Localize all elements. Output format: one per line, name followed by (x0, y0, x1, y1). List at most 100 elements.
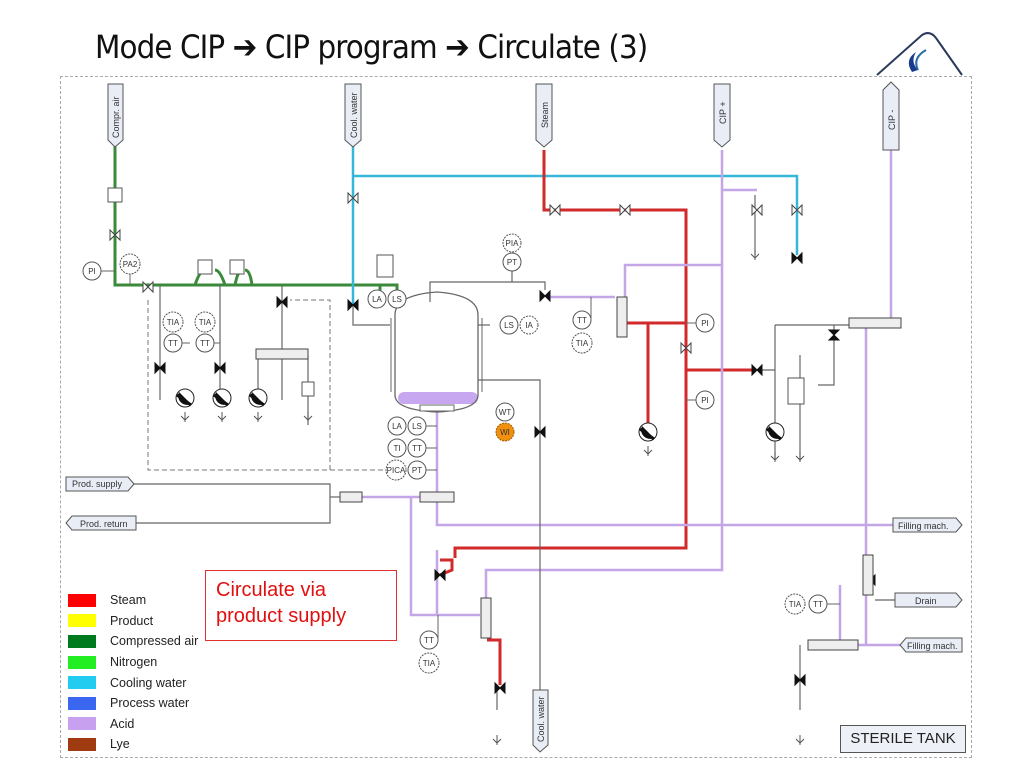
svg-text:CIP +: CIP + (718, 101, 728, 124)
svg-text:PI: PI (701, 319, 709, 328)
pipe-steam (439, 150, 755, 685)
callout-box: Circulate via product supply (205, 570, 397, 641)
instrument-tt-bottom: TT (407, 438, 427, 458)
svg-text:TI: TI (393, 444, 400, 453)
instrument-tia-low: TIA (418, 652, 440, 674)
legend-item-compressed-air: Compressed air (68, 631, 198, 652)
instrument-wt: WT (495, 402, 515, 422)
connector-cool-water-bottom: Cool. water (532, 689, 549, 753)
right-arrow-icon: ➔ (232, 28, 258, 66)
title-part-mode: Mode CIP (95, 28, 225, 66)
svg-text:TT: TT (577, 316, 587, 325)
svg-text:TT: TT (168, 339, 178, 348)
filter-box-3 (229, 259, 245, 275)
legend-swatch (68, 737, 96, 751)
connector-drain: Drain (894, 592, 963, 608)
legend-swatch (68, 634, 96, 648)
svg-text:TIA: TIA (167, 318, 180, 327)
legend-item-lye: Lye (68, 734, 198, 755)
connector-filling-mach-out: Filling mach. (892, 517, 963, 533)
callout-line-1: Circulate via (216, 579, 327, 601)
svg-text:Cool. water: Cool. water (536, 696, 546, 742)
instrument-leaders (101, 270, 840, 640)
instrument-ls-top: LS (387, 289, 407, 309)
company-logo-icon (876, 32, 963, 76)
tank-acid-level (398, 392, 478, 404)
svg-text:TT: TT (424, 636, 434, 645)
connector-compr-air: Compr. air (107, 83, 124, 148)
filter-element (301, 381, 315, 397)
steam-trap (787, 377, 805, 405)
svg-text:TT: TT (412, 444, 422, 453)
svg-text:TIA: TIA (576, 339, 589, 348)
instrument-pt-bottom: PT (407, 460, 427, 480)
legend-swatch (68, 614, 96, 628)
svg-text:PT: PT (507, 258, 517, 267)
instrument-tt-low: TT (419, 630, 439, 650)
sterile-tank-vessel (376, 254, 483, 413)
instrument-tt-1: TT (163, 333, 183, 353)
legend-item-steam: Steam (68, 590, 198, 611)
svg-text:Cool. water: Cool. water (349, 92, 359, 138)
page-title: Mode CIP ➔ CIP program ➔ Circulate (3) (95, 28, 648, 66)
instrument-ls-bottom: LS (407, 416, 427, 436)
connector-filling-mach-in: Filling mach. (899, 637, 963, 653)
pumps (174, 387, 786, 443)
svg-text:Compr. air: Compr. air (111, 96, 121, 138)
instrument-la-top: LA (367, 289, 387, 309)
legend-item-product: Product (68, 611, 198, 632)
connector-prod-supply: Prod. supply (65, 476, 135, 492)
svg-text:LS: LS (392, 295, 402, 304)
legend-swatch (68, 717, 96, 731)
svg-text:IA: IA (525, 321, 533, 330)
legend-swatch (68, 696, 96, 710)
pipe-compressed-air (113, 135, 399, 300)
instrument-tt-mid: TT (572, 310, 592, 330)
connector-prod-return: Prod. return (65, 515, 137, 531)
legend-item-cooling-water: Cooling water (68, 672, 198, 693)
svg-text:LA: LA (392, 422, 402, 431)
instrument-tt-right: TT (808, 594, 828, 614)
instrument-pia: PIA (502, 233, 522, 253)
instrument-ti: TI (387, 438, 407, 458)
svg-text:TIA: TIA (423, 659, 436, 668)
svg-text:PA2: PA2 (123, 260, 138, 269)
svg-text:Prod. return: Prod. return (80, 519, 128, 529)
svg-text:TT: TT (813, 600, 823, 609)
instrument-la-bottom: LA (387, 416, 407, 436)
svg-text:PI: PI (88, 267, 96, 276)
callout-line-2: product supply (216, 605, 347, 627)
instrument-tt-2: TT (195, 333, 215, 353)
instrument-wi: WI (495, 422, 515, 442)
legend-item-process-water: Process water (68, 693, 198, 714)
valve-blocks (255, 296, 902, 651)
svg-text:PICA: PICA (387, 466, 406, 475)
connector-steam: Steam (535, 83, 553, 148)
svg-text:LA: LA (372, 295, 382, 304)
instrument-pi-mid-2: PI (695, 390, 715, 410)
svg-text:WT: WT (499, 408, 512, 417)
svg-text:LS: LS (504, 321, 514, 330)
connector-cool-water-top: Cool. water (344, 83, 362, 148)
instrument-pi-left: PI (82, 261, 102, 281)
legend-item-acid: Acid (68, 714, 198, 735)
svg-text:Filling mach.: Filling mach. (898, 521, 949, 531)
svg-text:Steam: Steam (540, 102, 550, 128)
legend-swatch (68, 676, 96, 690)
instrument-pt-top: PT (502, 252, 522, 272)
instrument-pica: PICA (385, 459, 407, 481)
legend-item-nitrogen: Nitrogen (68, 652, 198, 673)
legend-swatch (68, 655, 96, 669)
title-part-step: Circulate (3) (477, 28, 648, 66)
instrument-ia-right: IA (519, 315, 539, 335)
svg-text:WI: WI (500, 428, 510, 437)
pipe-cooling-water (351, 140, 799, 305)
svg-text:TIA: TIA (789, 600, 802, 609)
signal-dashed-line (147, 299, 385, 471)
svg-text:Prod. supply: Prod. supply (72, 479, 123, 489)
connector-cip-minus: CIP - (882, 81, 900, 151)
filter-box-1 (107, 187, 123, 203)
svg-text:PI: PI (701, 396, 709, 405)
svg-text:Drain: Drain (915, 596, 937, 606)
